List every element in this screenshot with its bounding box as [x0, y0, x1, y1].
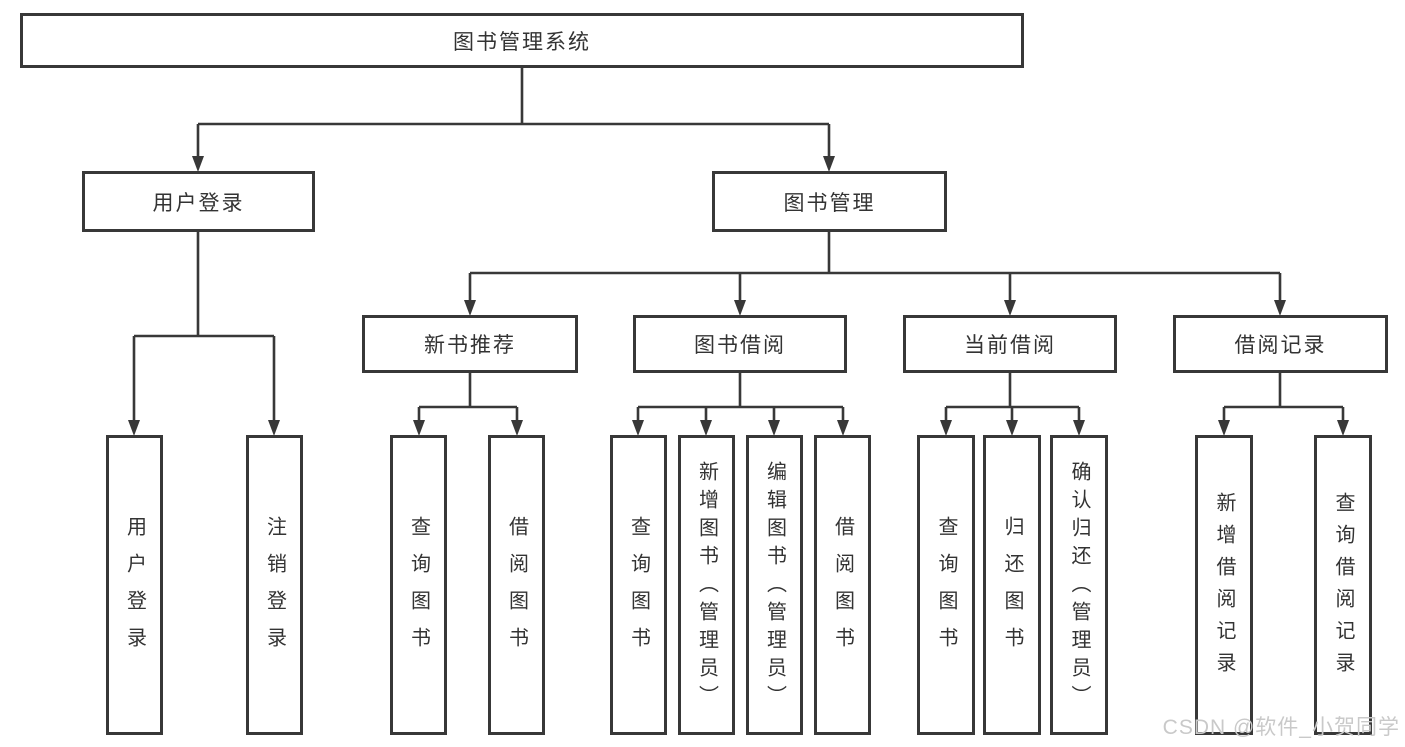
arrowhead-icon [1274, 300, 1286, 316]
arrowhead-icon [940, 420, 952, 436]
leaf-query-books-current: 查询图书 [917, 435, 975, 735]
arrowhead-icon [700, 420, 712, 436]
arrowhead-icon [823, 156, 835, 172]
node-new-book-recommendation: 新书推荐 [362, 315, 578, 373]
arrowhead-icon [768, 420, 780, 436]
leaf-confirm-return-admin: 确认归还（管理员） [1050, 435, 1108, 735]
arrowhead-icon [413, 420, 425, 436]
arrowhead-icon [511, 420, 523, 436]
node-book-borrowing: 图书借阅 [633, 315, 847, 373]
leaf-logout-login: 注销登录 [246, 435, 303, 735]
arrowhead-icon [837, 420, 849, 436]
leaf-user-login: 用户登录 [106, 435, 163, 735]
node-borrowing-records: 借阅记录 [1173, 315, 1388, 373]
leaf-add-borrow-record: 新增借阅记录 [1195, 435, 1253, 735]
arrowhead-icon [464, 300, 476, 316]
arrowhead-icon [1004, 300, 1016, 316]
arrowhead-icon [1337, 420, 1349, 436]
node-book-management: 图书管理 [712, 171, 947, 232]
arrowhead-icon [192, 156, 204, 172]
csdn-watermark: CSDN @软件_小贺同学 [1162, 716, 1400, 739]
node-current-borrowing: 当前借阅 [903, 315, 1117, 373]
leaf-query-borrow-record: 查询借阅记录 [1314, 435, 1372, 735]
arrowhead-icon [632, 420, 644, 436]
leaf-query-books-borrowing: 查询图书 [610, 435, 667, 735]
leaf-add-books-admin: 新增图书（管理员） [678, 435, 735, 735]
node-user-login: 用户登录 [82, 171, 315, 232]
arrowhead-icon [1073, 420, 1085, 436]
arrowhead-icon [1218, 420, 1230, 436]
leaf-borrow-books-borrowing: 借阅图书 [814, 435, 871, 735]
leaf-edit-books-admin: 编辑图书（管理员） [746, 435, 803, 735]
leaf-query-books-recommend: 查询图书 [390, 435, 447, 735]
leaf-return-books: 归还图书 [983, 435, 1041, 735]
leaf-borrow-books-recommend: 借阅图书 [488, 435, 545, 735]
node-library-system: 图书管理系统 [20, 13, 1024, 68]
arrowhead-icon [734, 300, 746, 316]
arrowhead-icon [1006, 420, 1018, 436]
arrowhead-icon [128, 420, 140, 436]
arrowhead-icon [268, 420, 280, 436]
